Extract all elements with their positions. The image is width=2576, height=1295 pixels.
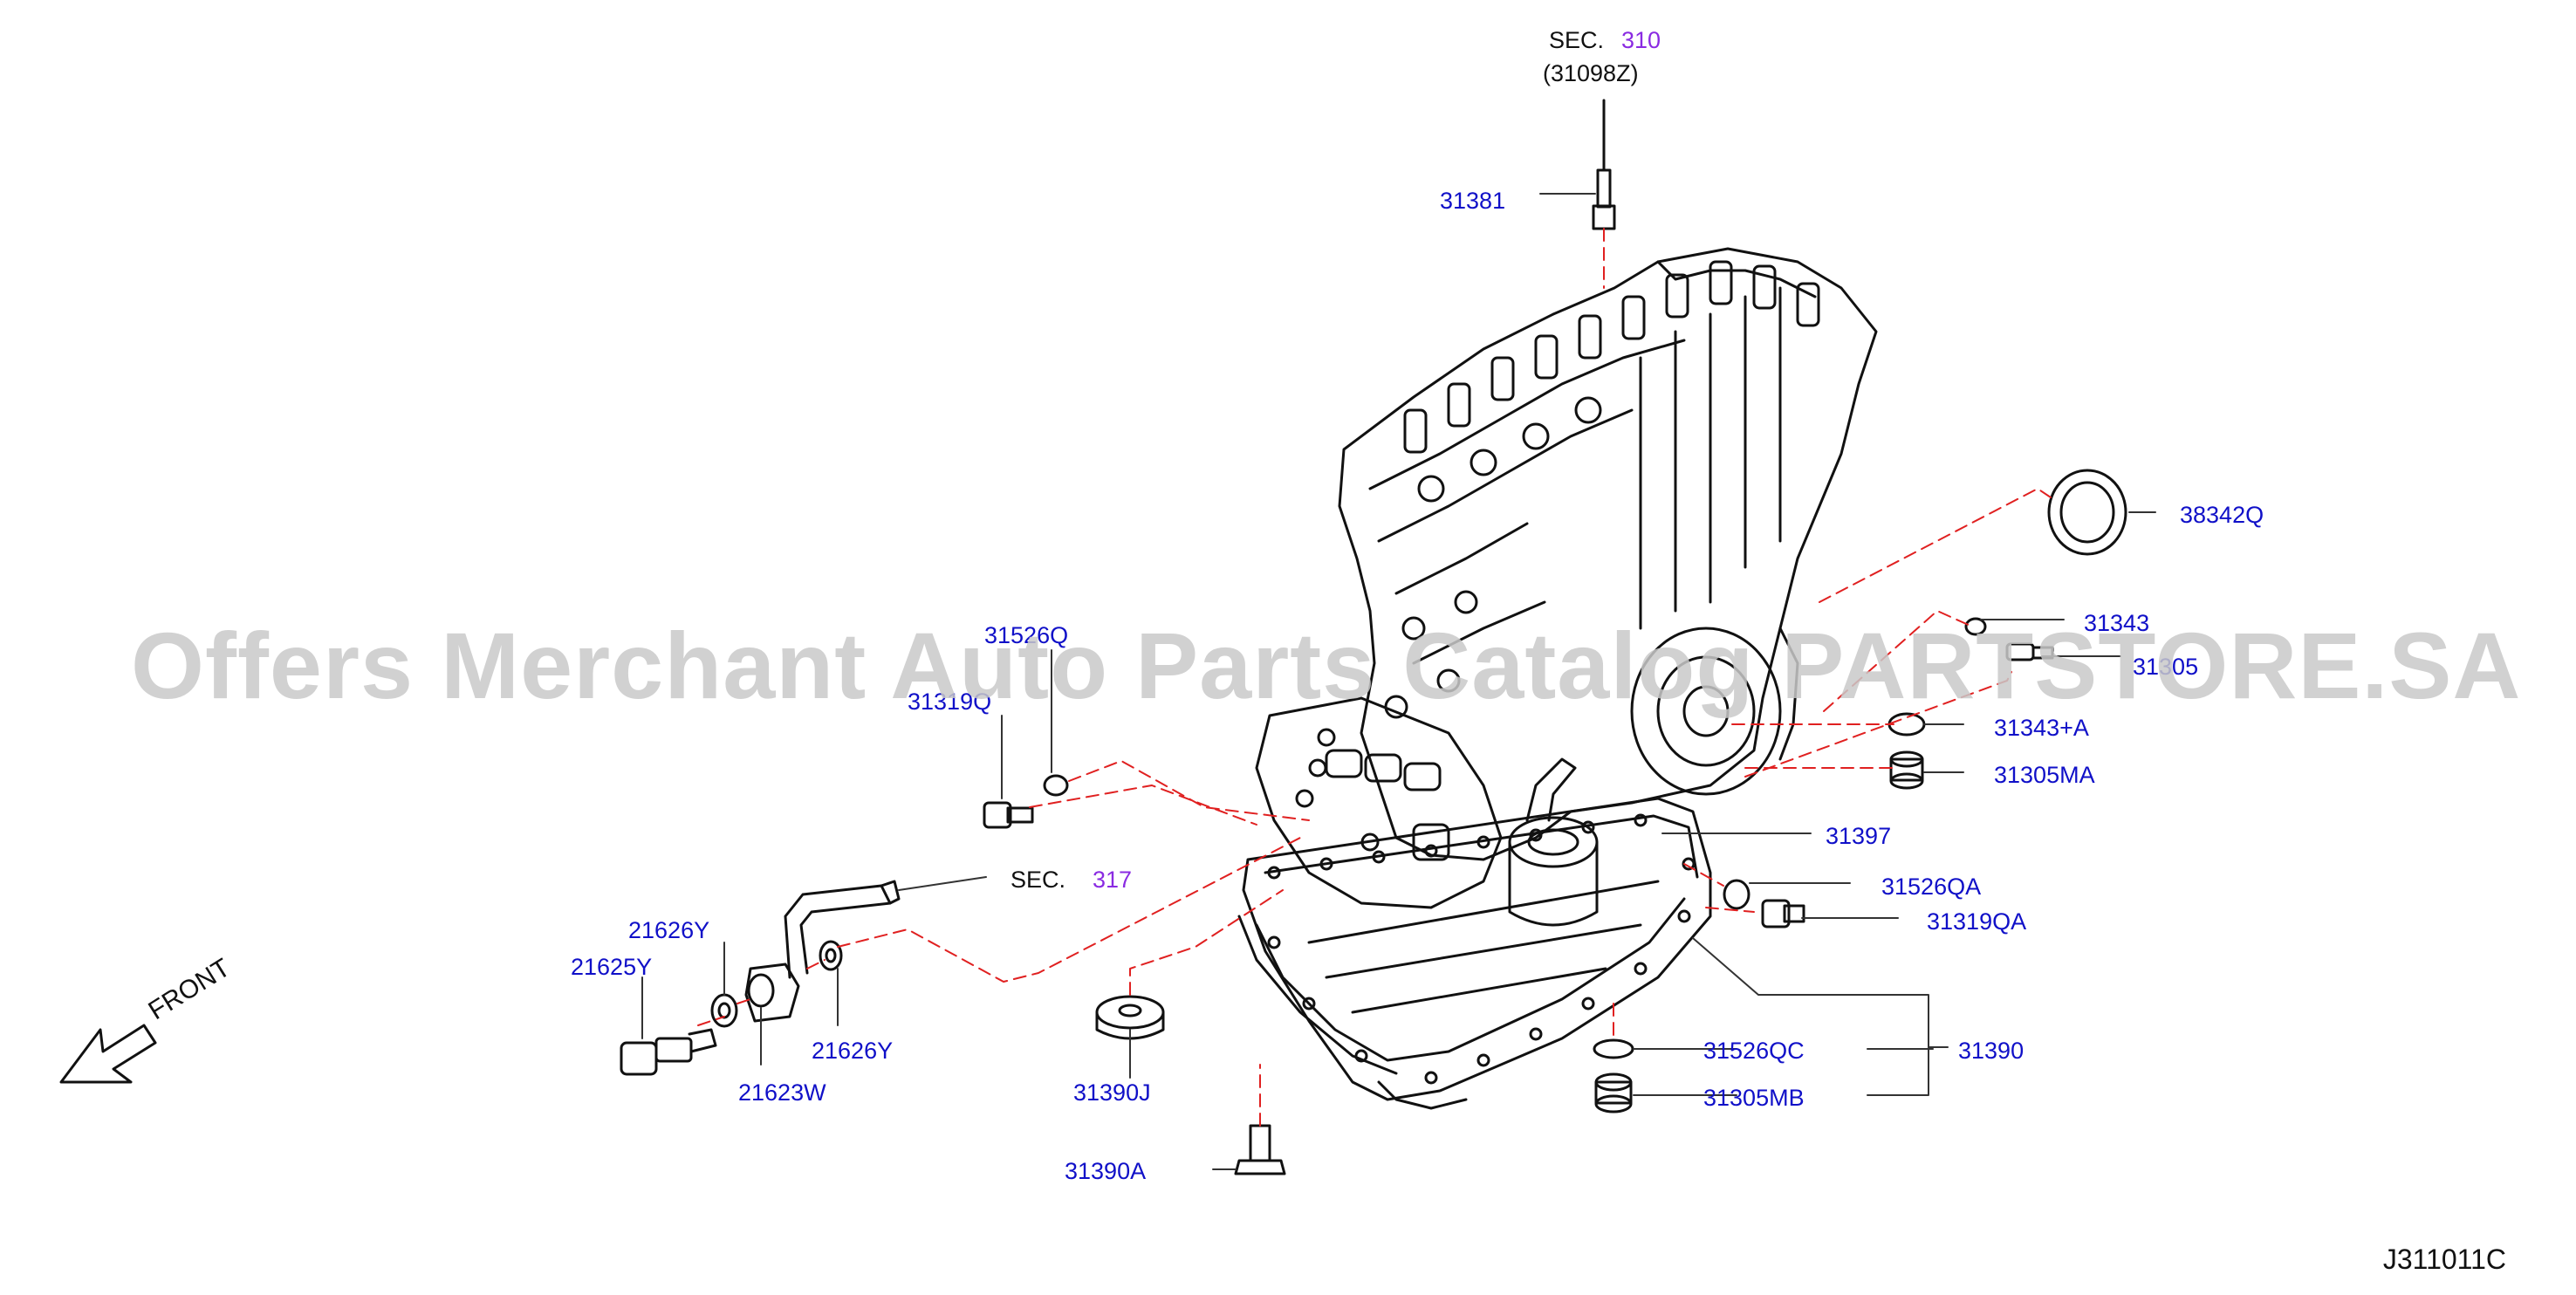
part-label-21626y-a[interactable]: 21626Y xyxy=(628,917,710,943)
part-label-38342q[interactable]: 38342Q xyxy=(2180,502,2264,528)
oil-pan xyxy=(1237,797,1712,1110)
oring-31526q xyxy=(1043,774,1069,797)
part-label-21625y[interactable]: 21625Y xyxy=(571,954,653,980)
part-label-31526q[interactable]: 31526Q xyxy=(984,622,1069,648)
section-310-number[interactable]: 310 xyxy=(1621,27,1661,53)
part-label-31390j[interactable]: 31390J xyxy=(1073,1079,1151,1106)
part-label-31390a[interactable]: 31390A xyxy=(1065,1158,1147,1184)
stud-31381 xyxy=(1592,99,1616,230)
seal-38342q xyxy=(2047,469,2127,556)
plug-31319q xyxy=(983,801,1034,829)
leader-lines xyxy=(641,193,2156,1170)
plug-31305ma xyxy=(1889,750,1924,790)
part-label-31526qc[interactable]: 31526QC xyxy=(1703,1038,1805,1064)
front-arrow-icon xyxy=(59,1024,157,1084)
part-label-31305ma[interactable]: 31305MA xyxy=(1994,762,2095,788)
section-317-number[interactable]: 317 xyxy=(1093,867,1133,893)
part-label-31343[interactable]: 31343 xyxy=(2084,610,2150,636)
bolt-31390a xyxy=(1234,1124,1286,1175)
plug-31319qa xyxy=(1761,899,1805,928)
part-label-31305[interactable]: 31305 xyxy=(2133,654,2199,680)
part-label-21623w[interactable]: 21623W xyxy=(738,1079,826,1106)
watermark: Offers Merchant Auto Parts Catalog PARTS… xyxy=(131,613,2522,718)
oring-31343 xyxy=(1964,617,1987,636)
oring-31526qc xyxy=(1593,1038,1634,1059)
section-310-prefix: SEC. xyxy=(1549,27,1605,53)
bolt-21625y xyxy=(620,1028,717,1076)
part-label-31526qa[interactable]: 31526QA xyxy=(1881,874,1982,900)
dashed-leader-lines xyxy=(697,228,2052,1127)
washer-21626y-b xyxy=(819,940,843,971)
eyebolt-21623w xyxy=(744,880,901,1023)
section-310-subpart: (31098Z) xyxy=(1543,60,1639,86)
section-317-prefix: SEC. xyxy=(1011,867,1066,893)
diagram-code: J311011C xyxy=(2382,1244,2506,1275)
plug-31305 xyxy=(2005,642,2054,661)
part-label-31397[interactable]: 31397 xyxy=(1826,823,1892,849)
part-label-31390[interactable]: 31390 xyxy=(1958,1038,2024,1064)
part-label-31305mb[interactable]: 31305MB xyxy=(1703,1085,1805,1111)
part-label-31319qa[interactable]: 31319QA xyxy=(1927,908,2027,935)
plug-31305mb xyxy=(1594,1072,1633,1113)
transmission-case xyxy=(1255,247,1878,927)
oring-31526qa xyxy=(1723,879,1750,910)
part-label-31343a[interactable]: 31343+A xyxy=(1994,715,2089,741)
washer-21626y-a xyxy=(710,993,738,1028)
part-label-31319q[interactable]: 31319Q xyxy=(908,689,992,715)
part-label-21626y-b[interactable]: 21626Y xyxy=(812,1038,894,1064)
part-label-31381[interactable]: 31381 xyxy=(1440,188,1506,214)
